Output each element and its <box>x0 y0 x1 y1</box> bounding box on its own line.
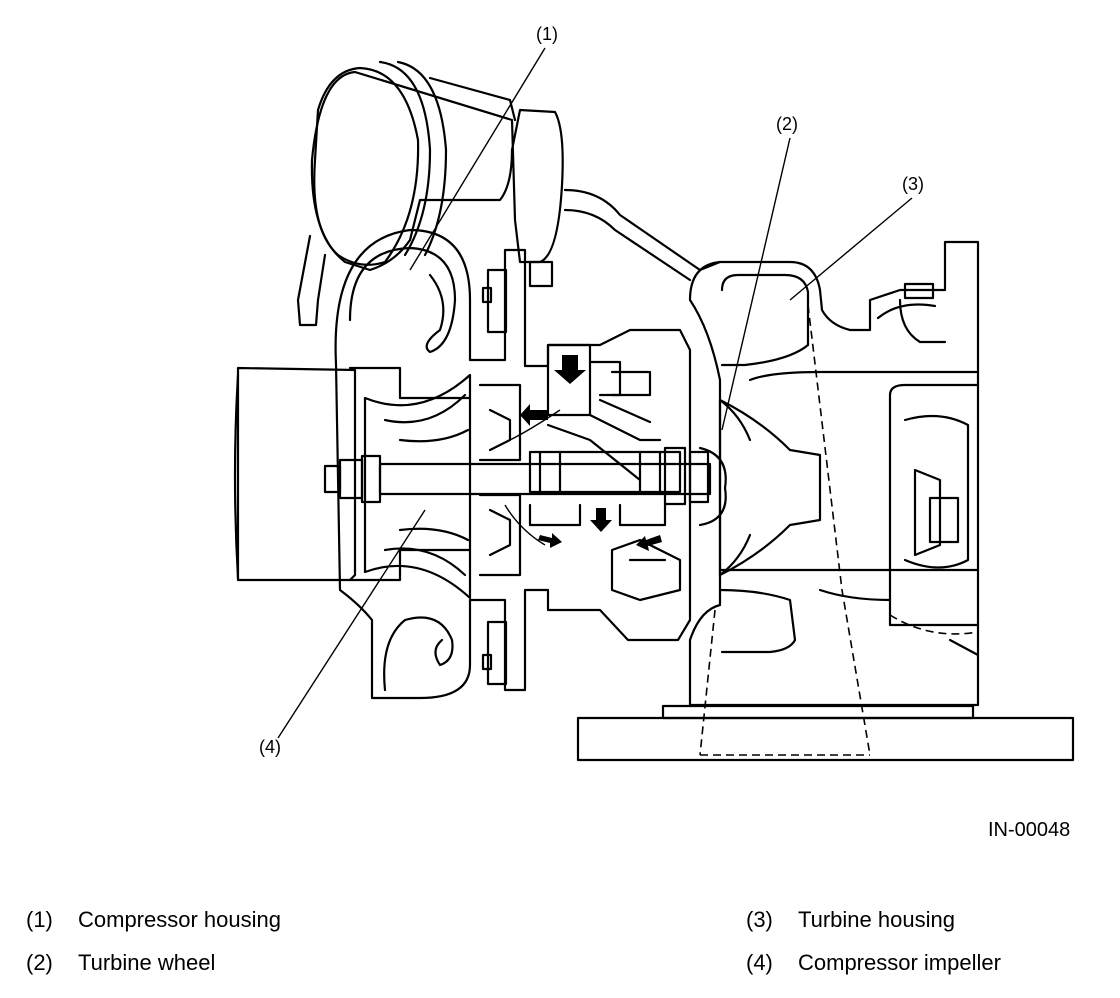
legend-item-4: (4) Compressor impeller <box>746 950 1001 976</box>
compressor-housing <box>334 228 692 700</box>
turbine-wheel <box>698 398 822 577</box>
legend-text: Compressor impeller <box>798 950 1001 975</box>
callout-3: (3) <box>902 174 924 194</box>
callout-1: (1) <box>536 24 558 44</box>
compressor-impeller <box>363 373 472 600</box>
arrow-down-icon <box>590 508 612 532</box>
figure-id-label: IN-00048 <box>988 819 1071 841</box>
oil-flow-arrows <box>520 355 662 551</box>
arrow-left-icon <box>636 535 662 551</box>
legend-number: (4) <box>746 950 773 975</box>
legend-number: (3) <box>746 907 773 932</box>
callout-2: (2) <box>776 114 798 134</box>
legend-item-1: (1) Compressor housing <box>26 907 281 933</box>
turbo-shaft <box>323 446 712 506</box>
leader-lines <box>277 47 913 739</box>
legend-item-3: (3) Turbine housing <box>746 907 955 933</box>
legend-text: Turbine wheel <box>78 950 216 975</box>
legend-text: Compressor housing <box>78 907 281 932</box>
legend-number: (2) <box>26 950 53 975</box>
arrow-right-icon <box>538 533 562 548</box>
compressor-inlet <box>233 366 472 582</box>
turbine-housing <box>688 240 980 756</box>
legend-number: (1) <box>26 907 53 932</box>
bearing-housing <box>478 343 682 602</box>
callout-4: (4) <box>259 737 281 757</box>
arrow-left-icon <box>520 404 548 426</box>
wastegate-actuator <box>296 60 722 327</box>
turbocharger-cross-section-diagram <box>233 47 1075 762</box>
legend-item-2: (2) Turbine wheel <box>26 950 215 976</box>
legend-text: Turbine housing <box>798 907 955 932</box>
arrow-down-icon <box>554 355 586 384</box>
mounting-flange <box>576 704 1075 762</box>
